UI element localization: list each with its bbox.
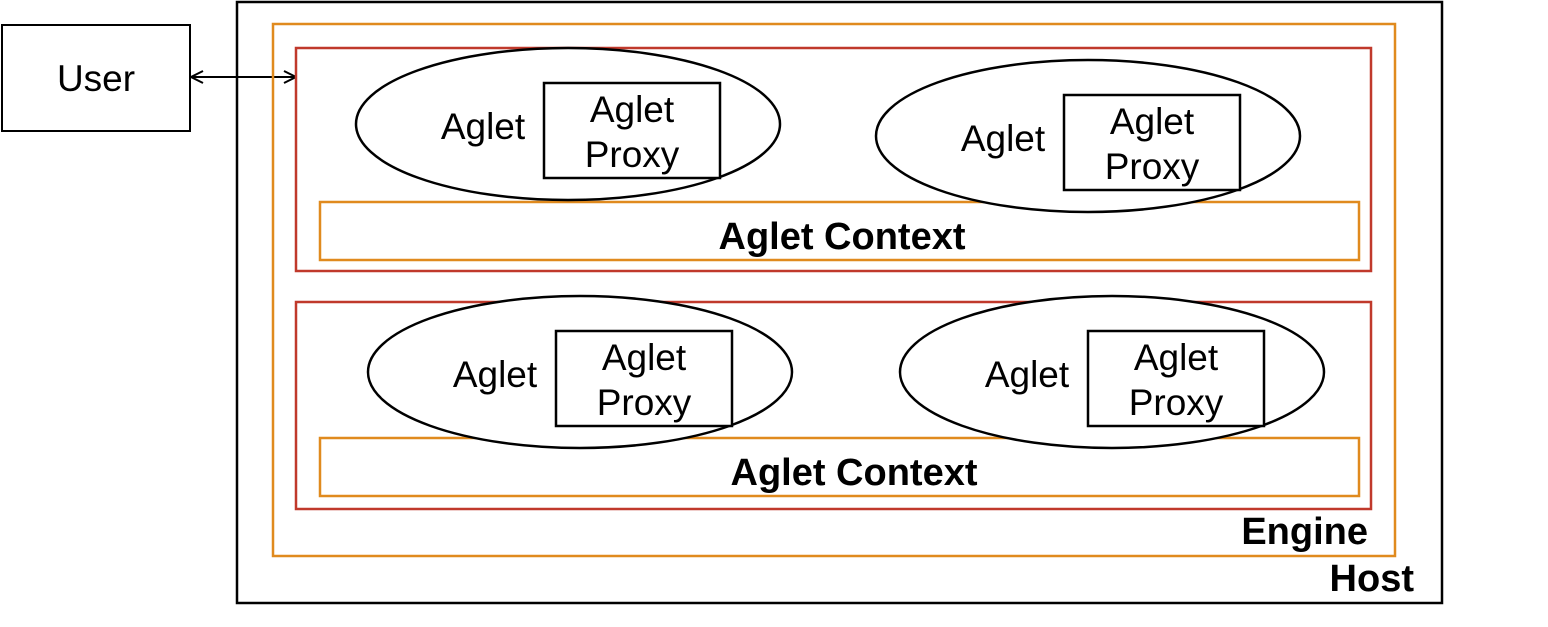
aglet-proxy-label-line2: Proxy [1105, 146, 1200, 187]
aglet-context-container-1: Aglet Context Aglet Aglet Proxy Aglet Ag… [294, 46, 1373, 273]
aglet-proxy-label-line1: Aglet [1110, 101, 1195, 142]
aglet-context-bar [318, 436, 1361, 498]
aglet-proxy-label-line1: Aglet [1134, 337, 1219, 378]
engine-label: Engine [1241, 511, 1368, 553]
aglet-proxy-box [1086, 329, 1266, 428]
aglet-1: Aglet Aglet Proxy [354, 46, 782, 202]
aglet-proxy-label-line2: Proxy [585, 134, 680, 175]
aglet-proxy-box [1062, 93, 1242, 192]
aglet-context-label: Aglet Context [719, 216, 966, 258]
aglet-4: Aglet Aglet Proxy [898, 294, 1326, 450]
aglet-label: Aglet [441, 106, 526, 147]
host-label: Host [1330, 558, 1415, 600]
aglet-proxy-box [554, 329, 734, 428]
aglet-context-container-2: Aglet Context Aglet Aglet Proxy Aglet Ag… [294, 294, 1373, 511]
aglet-proxy-label-line2: Proxy [597, 382, 692, 423]
context-border [294, 300, 1373, 511]
aglet-proxy-label-line2: Proxy [1129, 382, 1224, 423]
aglet-context-label: Aglet Context [731, 452, 978, 494]
aglet-label: Aglet [985, 354, 1070, 395]
engine-box [271, 22, 1397, 558]
host-box [235, 0, 1444, 605]
aglet-proxy-label-line1: Aglet [602, 337, 687, 378]
aglet-context-bar [318, 200, 1361, 262]
aglet-label: Aglet [453, 354, 538, 395]
aglet-2: Aglet Aglet Proxy [874, 58, 1302, 214]
aglet-proxy-box [542, 81, 722, 180]
context-border [294, 46, 1373, 273]
aglet-3: Aglet Aglet Proxy [366, 294, 794, 450]
user-box [1, 24, 191, 132]
user-label: User [57, 58, 135, 99]
aglet-proxy-label-line1: Aglet [590, 89, 675, 130]
aglet-label: Aglet [961, 118, 1046, 159]
